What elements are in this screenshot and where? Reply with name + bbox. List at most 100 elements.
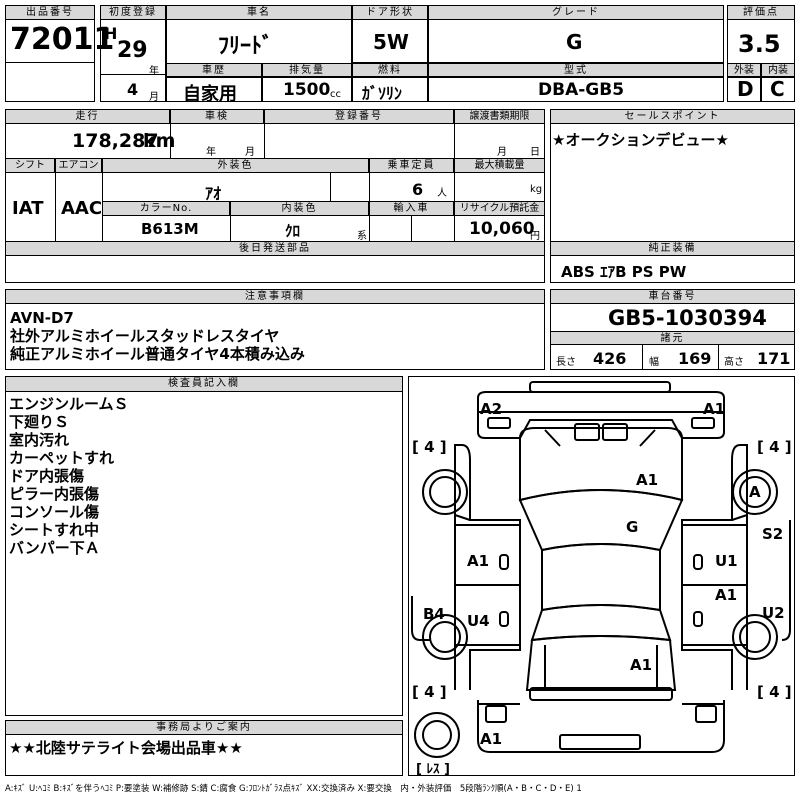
damage-mark: A1 — [467, 552, 490, 570]
displacement-header: 排気量 — [262, 63, 352, 77]
damage-mark: U2 — [762, 604, 785, 622]
inspector-header: 検査員記入欄 — [5, 376, 403, 392]
color-no-header: カラーNo. — [102, 201, 230, 216]
caution-line: 社外アルミホイールスタッドレスタイヤ — [10, 327, 280, 345]
car-name: ﾌﾘｰﾄﾞ — [218, 34, 274, 59]
legend-text: A:ｷｽﾞ U:ﾍｺﾐ B:ｷｽﾞを伴うﾍｺﾐ P:要塗装 W:補修跡 S:錆 … — [5, 784, 582, 794]
inspector-note: コンソール傷 — [9, 503, 100, 521]
ext-color-header: 外装色 — [102, 158, 369, 173]
aircon: AAC — [61, 198, 103, 219]
shift: IAT — [12, 198, 44, 219]
damage-mark: A1 — [715, 586, 738, 604]
year-unit: 年 — [149, 66, 159, 77]
max-load-header: 最大積載量 — [454, 158, 545, 173]
height: 171 — [757, 349, 791, 368]
specs-header: 諸元 — [550, 331, 795, 345]
inspector-note: バンパー下Ａ — [9, 539, 100, 557]
color-no: B613M — [141, 220, 199, 238]
era: H — [104, 24, 118, 43]
reg-year: 29 — [117, 38, 148, 63]
sales-point-header: セールスポイント — [550, 109, 795, 124]
history: 自家用 — [183, 84, 237, 105]
genuine-equip-header: 純正装備 — [550, 241, 795, 256]
mileage: 178,287 — [72, 130, 159, 152]
tire-depth-rear-right: [ 4 ] — [757, 683, 792, 701]
inspection-header: 車検 — [170, 109, 264, 124]
ext-color: ｱｵ — [205, 184, 222, 203]
inspector-note: 下廻りＳ — [9, 413, 70, 431]
door-header: ドア形状 — [352, 5, 428, 20]
model-header: 型式 — [428, 63, 724, 77]
length: 426 — [593, 349, 627, 368]
damage-mark: B4 — [423, 605, 445, 623]
car-name-header: 車名 — [166, 5, 352, 20]
office-header: 事務局よりご案内 — [5, 720, 403, 735]
damage-mark: A1 — [630, 656, 653, 674]
damage-mark: A2 — [480, 400, 503, 418]
exterior-grade: D — [737, 77, 754, 101]
chassis-number: GB5-1030394 — [608, 306, 767, 330]
fuel-header: 燃料 — [352, 63, 428, 77]
width: 169 — [678, 349, 712, 368]
tire-depth-front-left: [ 4 ] — [412, 438, 447, 456]
sales-point: ★オークションデビュー★ — [552, 131, 729, 149]
score-header: 評価点 — [727, 5, 795, 20]
chassis-header: 車台番号 — [550, 289, 795, 304]
capacity-header: 乗車定員 — [369, 158, 454, 173]
inspector-note: シートすれ中 — [9, 521, 100, 539]
damage-mark: A1 — [636, 471, 659, 489]
shift-header: シフト — [5, 158, 55, 173]
car-diagram — [411, 381, 791, 758]
history-header: 車歴 — [166, 63, 262, 77]
lot-number-header: 出品番号 — [5, 5, 95, 20]
inspector-note: カーペットすれ — [9, 449, 115, 467]
import-header: 輸入車 — [369, 201, 454, 216]
inspector-note: ドア内張傷 — [9, 467, 85, 485]
damage-mark: S2 — [762, 525, 784, 543]
model: DBA-GB5 — [538, 80, 625, 100]
displacement-unit: cc — [330, 89, 341, 100]
damage-mark: A — [749, 483, 761, 501]
int-color: ｸﾛ — [285, 222, 301, 240]
transfer-header: 譲渡書類期限 — [454, 109, 545, 124]
damage-mark: A1 — [703, 400, 726, 418]
inspector-note: ピラー内張傷 — [9, 485, 100, 503]
grade-header: グレード — [428, 5, 724, 20]
later-parts-header: 後日発送部品 — [5, 241, 545, 256]
mileage-header: 走行 — [5, 109, 170, 124]
damage-mark: U4 — [467, 612, 490, 630]
score: 3.5 — [738, 30, 781, 58]
aircon-header: エアコン — [55, 158, 102, 173]
spare-tire-label: [ ﾚｽ ] — [416, 762, 450, 777]
mileage-unit: km — [143, 130, 176, 152]
exterior-header: 外装 — [727, 63, 761, 77]
recycle-fee: 10,060 — [469, 219, 535, 239]
office-note: ★★北陸サテライト会場出品車★★ — [9, 739, 243, 757]
lot-number: 72011 — [10, 22, 115, 57]
capacity: 6 — [412, 180, 424, 199]
reg-month: 4 — [127, 80, 139, 99]
genuine-equipment: ABS ｴｱB PS PW — [561, 263, 687, 281]
caution-line: 純正アルミホイール普通タイヤ4本積み込み — [10, 345, 305, 363]
recycle-header: リサイクル預託金 — [454, 201, 545, 216]
door-type: 5W — [373, 30, 409, 54]
tire-depth-rear-left: [ 4 ] — [412, 683, 447, 701]
caution-line: AVN-D7 — [10, 309, 74, 327]
first-reg-header: 初度登録 — [100, 5, 166, 20]
displacement: 1500 — [283, 80, 331, 100]
int-color-header: 内装色 — [230, 201, 369, 216]
caution-header: 注意事項欄 — [5, 289, 545, 304]
inspector-note: エンジンルームＳ — [9, 395, 129, 413]
inspector-note: 室内汚れ — [9, 431, 70, 449]
interior-grade: C — [770, 77, 785, 101]
damage-mark: G — [626, 518, 639, 536]
month-unit: 月 — [149, 92, 159, 103]
damage-mark: A1 — [480, 730, 503, 748]
tire-depth-front-right: [ 4 ] — [757, 438, 792, 456]
fuel: ｶﾞｿﾘﾝ — [362, 84, 403, 103]
damage-diagram-box — [408, 376, 795, 776]
grade: G — [566, 30, 583, 54]
damage-mark: U1 — [715, 552, 738, 570]
interior-header: 内装 — [761, 63, 795, 77]
reg-number-header: 登録番号 — [264, 109, 454, 124]
